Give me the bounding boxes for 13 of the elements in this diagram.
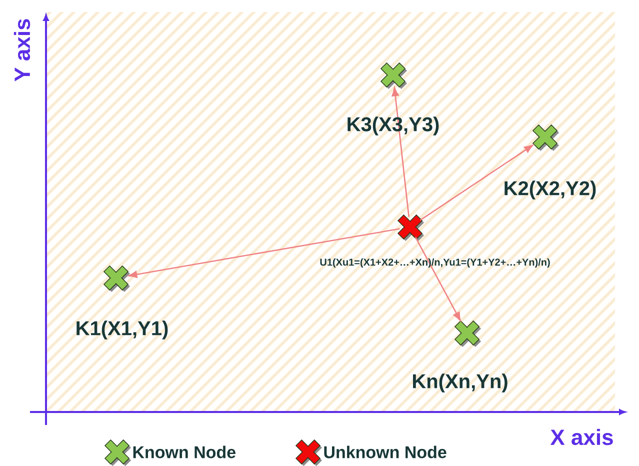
legend-label: Known Node [133,446,236,458]
node-label: U1(Xu1=(X1+X2+…+Xn)/n,Yu1=(Y1+Y2+…+Yn)/n) [320,258,550,268]
axis-label: Y axis [14,19,30,82]
node-label: K2(X2,Y2) [504,180,596,200]
legend-label: Unknown Node [324,446,446,458]
axis-label: X axis [550,428,613,446]
arrow [392,87,410,217]
arrow [420,144,534,221]
arrow [414,236,461,322]
node-label: Kn(Xn,Yn) [413,374,508,392]
arrow [128,228,400,278]
node-label: K1(X1,Y1) [76,320,168,340]
node-label: K3(X3,Y3) [348,116,439,136]
